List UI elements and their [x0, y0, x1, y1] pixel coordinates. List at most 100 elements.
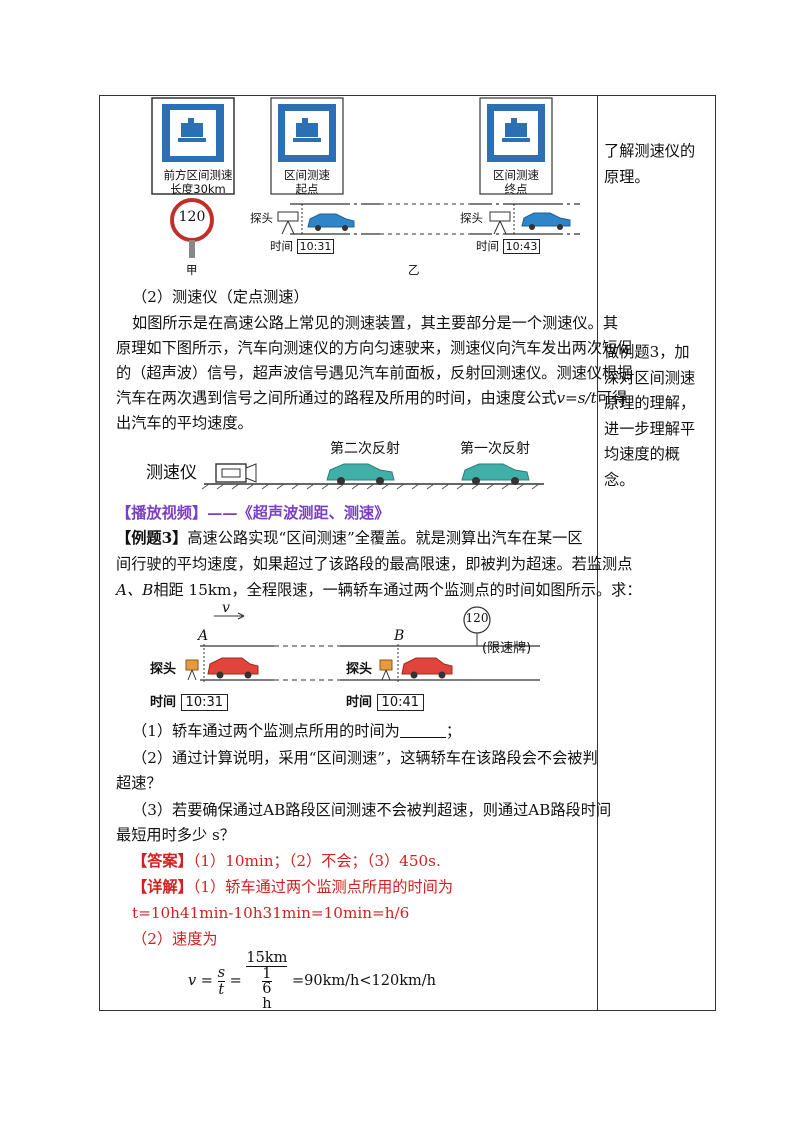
- formula-h: h: [262, 996, 272, 1012]
- section2-line: 汽车在两次遇到信号之间所通过的路程及所用的时间，由速度公式: [116, 389, 557, 407]
- time-label: 时间: [270, 239, 293, 253]
- figure-interval-signs: [151, 97, 580, 258]
- point-b-label: B: [394, 628, 405, 644]
- side-note-line: 了解测速仪的: [604, 142, 696, 160]
- answer-label: 【答案】: [132, 852, 193, 870]
- formula-v: v: [188, 973, 197, 989]
- figure-ultrasonic: [201, 463, 544, 490]
- time-row-2: 时间 10:43: [476, 238, 541, 254]
- speed-meter-label: 测速仪: [146, 463, 197, 483]
- car-1: [307, 213, 355, 228]
- time-row-1: 时间 10:31: [270, 238, 335, 254]
- explanation-line1: 【详解】（1）轿车通过两个监测点所用的时间为: [132, 874, 453, 900]
- caption-left: 甲: [186, 263, 198, 277]
- limit-sign-label: (限速牌): [482, 641, 532, 656]
- column-divider: [597, 96, 598, 1010]
- answer-blank: [399, 723, 446, 738]
- answer-line: 【答案】（1）10min；（2）不会；（3）450s.: [132, 848, 441, 874]
- probe-1: [185, 659, 199, 671]
- formula-result: =90km/h<120km/h: [292, 973, 436, 989]
- formula-one: 1: [262, 966, 272, 982]
- example3-line1: 【例题3】高速公路实现“区间测速”全覆盖。就是测算出汽车在某一区: [116, 525, 583, 551]
- question-3-line1: （3）若要确保通过AB路段区间测速不会被判超速，则通过AB路段时间: [132, 801, 612, 819]
- probe-label-2: 探头: [460, 211, 483, 225]
- explanation-label: 【详解】: [132, 878, 193, 896]
- probe-2: [379, 659, 393, 671]
- camera-icon: [296, 123, 318, 137]
- sign-3-line: 区间测速: [493, 168, 539, 182]
- section2-line-formula: 汽车在两次遇到信号之间所通过的路程及所用的时间，由速度公式v=s/t可得: [116, 385, 627, 411]
- question-1-text: （1）轿车通过两个监测点所用的时间为: [132, 722, 400, 740]
- camera-icon: [181, 123, 203, 137]
- sign-1-line: 长度30km: [170, 182, 226, 196]
- question-3-line2: 最短用时多少 s？: [116, 826, 235, 844]
- example3-line2: 间行驶的平均速度，如果超过了该路段的最高限速，即被判为超速。若监测点: [116, 555, 633, 573]
- car-a: [207, 657, 259, 675]
- formula-s: s: [217, 964, 226, 982]
- sign-2-text: 区间测速 起点: [271, 168, 343, 196]
- side-note-2: 做例题3，加 深对区间测速 原理的理解， 进一步理解平 均速度的概 念。: [604, 340, 695, 493]
- time-label: 时间: [150, 695, 177, 710]
- question-2-line1: （2）通过计算说明，采用“区间测速”，这辆轿车在该路段会不会被判: [132, 749, 598, 767]
- speed-formula: v=s/t: [556, 389, 597, 407]
- example3-text: 高速公路实现“区间测速”全覆盖。就是测算出汽车在某一区: [187, 529, 583, 547]
- question-1-tail: ；: [445, 722, 462, 740]
- section2-heading: （2）测速仪（定点测速）: [132, 288, 309, 306]
- example3-points: A、B: [116, 581, 154, 599]
- lesson-table: [99, 95, 716, 1011]
- sign-2-line: 起点: [295, 182, 319, 196]
- camera-icon: [505, 123, 527, 137]
- time-value-1: 10:31: [296, 239, 335, 254]
- speed-limit-value: 120: [178, 209, 206, 225]
- sign-1-text: 前方区间测速 长度30km: [160, 168, 236, 196]
- side-note-line: 进一步理解平: [604, 419, 696, 438]
- time-row-b: 时间 10:41: [346, 691, 425, 711]
- time-label: 时间: [476, 239, 499, 253]
- car-2: [521, 212, 571, 227]
- example3-text: 相距 15km，全程限速，一辆轿车通过两个监测点的时间如图所示。求：: [153, 581, 642, 599]
- sign-3-text: 区间测速 终点: [480, 168, 552, 196]
- speed-limit-value: 120: [465, 611, 489, 625]
- car-second-reflection: [326, 463, 395, 481]
- point-a-label: A: [198, 628, 209, 644]
- formula-six: 6: [262, 981, 272, 997]
- explanation-line2: t=10h41min-10h31min=10min=h/6: [132, 904, 410, 922]
- first-reflection-label: 第一次反射: [460, 441, 530, 457]
- section2-line: 原理如下图所示，汽车向测速仪的方向匀速驶来，测速仪向汽车发出两次短促: [116, 339, 633, 357]
- probe-label-a: 探头: [150, 662, 177, 677]
- second-reflection-label: 第二次反射: [330, 441, 400, 457]
- side-note-line: 原理。: [604, 168, 650, 186]
- time-value-a: 10:31: [180, 694, 229, 711]
- video-link[interactable]: 【播放视频】——《超声波测距、测速》: [116, 504, 390, 522]
- side-note-line: 深对区间测速: [604, 368, 696, 387]
- car-first-reflection: [461, 463, 530, 481]
- explanation-line3: （2）速度为: [132, 930, 218, 948]
- time-value-b: 10:41: [376, 694, 425, 711]
- question-2-line2: 超速？: [116, 774, 162, 792]
- example3-line3: A、B相距 15km，全程限速，一辆轿车通过两个监测点的时间如图所示。求：: [116, 577, 642, 603]
- probe-1: [277, 211, 299, 222]
- side-note-line: 均速度的概: [604, 445, 680, 463]
- side-note-1: 了解测速仪的 原理。: [604, 138, 695, 190]
- question-1: （1）轿车通过两个监测点所用的时间为 ；: [132, 718, 461, 744]
- section2-tail: 可得: [596, 389, 628, 407]
- side-note-line: 原理的理解，: [604, 394, 696, 412]
- probe-label-1: 探头: [250, 211, 273, 225]
- caption-right: 乙: [408, 263, 420, 277]
- section2-line: 如图所示是在高速公路上常见的测速装置，其主要部分是一个测速仪。其: [132, 314, 618, 332]
- sign-2-line: 区间测速: [284, 168, 330, 182]
- formula-km: 15km: [246, 950, 288, 967]
- sign-1-line: 前方区间测速: [163, 168, 233, 182]
- time-row-a: 时间 10:31: [150, 691, 229, 711]
- sign-3-line: 终点: [504, 182, 528, 196]
- velocity-label: v: [222, 600, 230, 616]
- figure-example3: [185, 606, 540, 682]
- answer-text: （1）10min；（2）不会；（3）450s.: [192, 852, 441, 870]
- time-value-2: 10:43: [502, 239, 541, 254]
- explanation-text: （1）轿车通过两个监测点所用的时间为: [192, 878, 454, 896]
- time-label: 时间: [346, 695, 373, 710]
